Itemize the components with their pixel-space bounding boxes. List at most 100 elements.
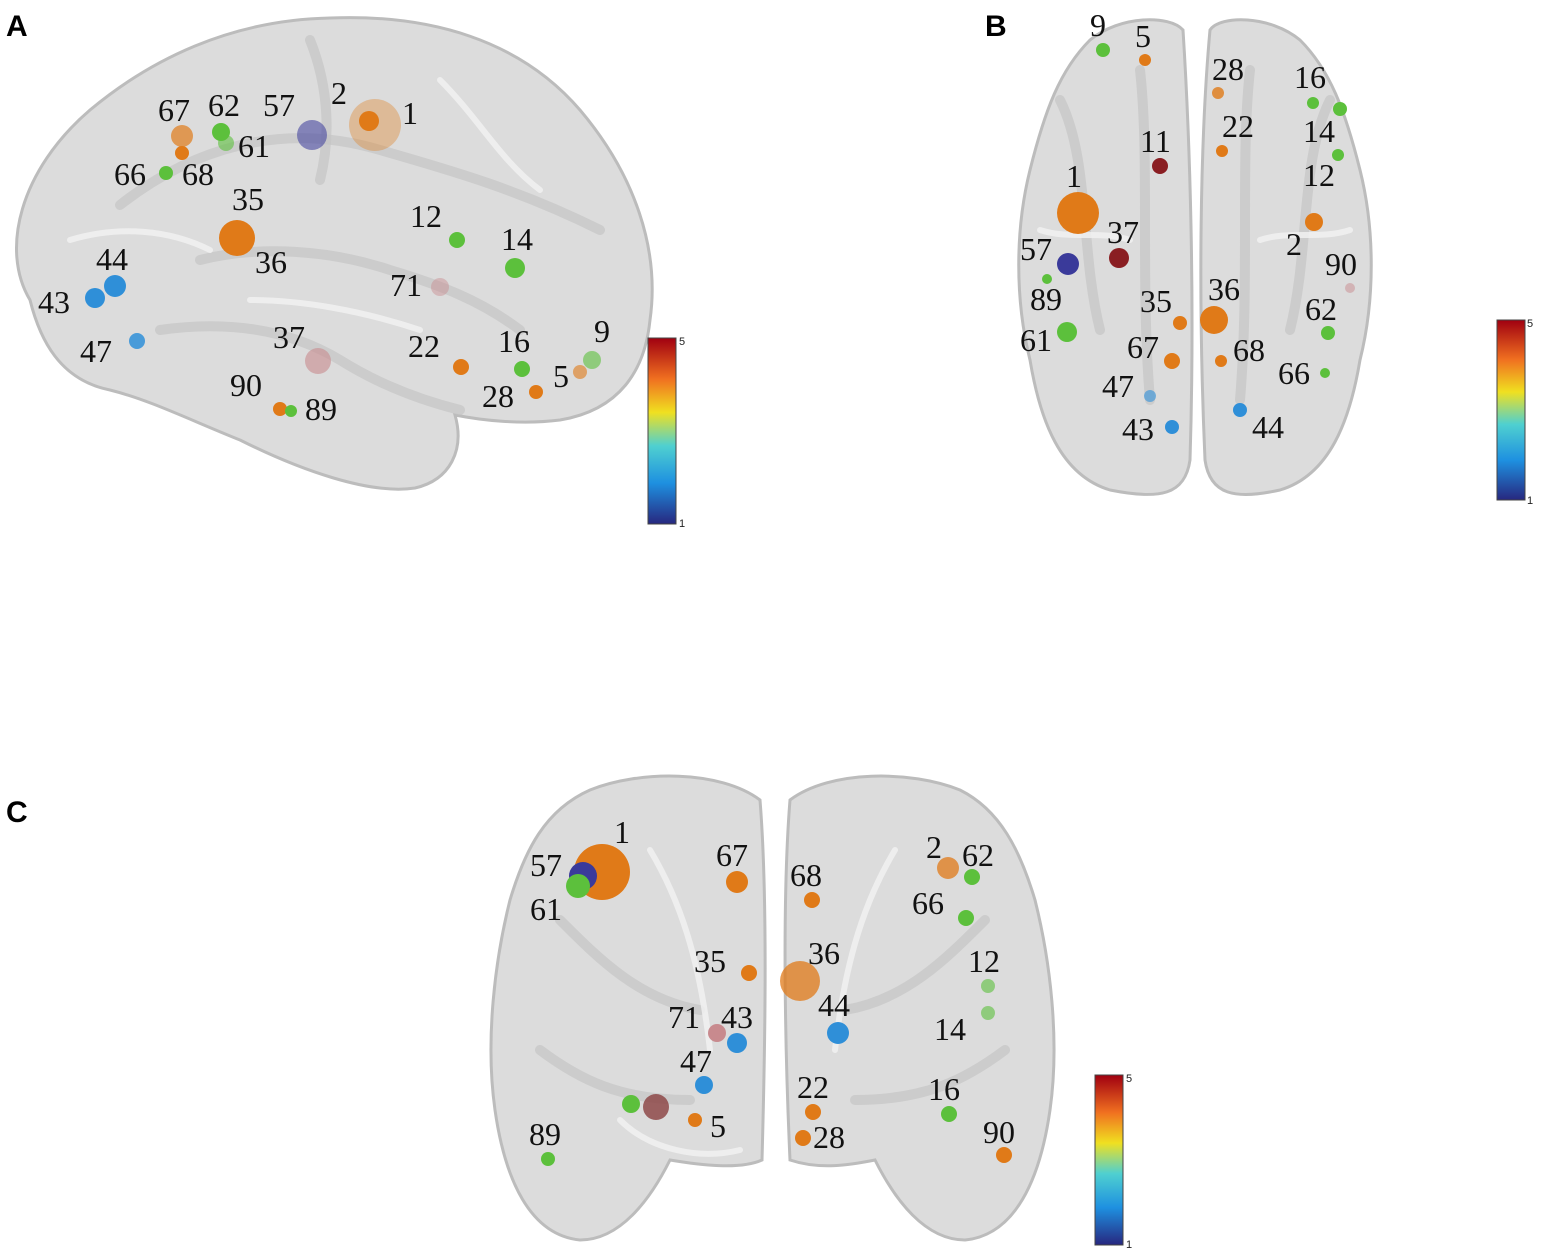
node-a-66[interactable] (159, 166, 173, 180)
node-c-22[interactable] (805, 1104, 821, 1120)
node-a-89[interactable] (285, 405, 297, 417)
node-b-16a[interactable] (1307, 97, 1319, 109)
label-b-9: 9 (1090, 7, 1106, 43)
node-b-36[interactable] (1200, 306, 1228, 334)
label-b-68: 68 (1233, 332, 1265, 368)
node-c-14[interactable] (981, 1006, 995, 1020)
label-a-1: 1 (402, 95, 418, 131)
node-b-35[interactable] (1173, 316, 1187, 330)
node-c-43[interactable] (727, 1033, 747, 1053)
label-a-47: 47 (80, 333, 112, 369)
node-c-5[interactable] (688, 1113, 702, 1127)
node-a-90[interactable] (273, 402, 287, 416)
label-c-22: 22 (797, 1069, 829, 1105)
node-c-2[interactable] (937, 857, 959, 879)
node-c-61[interactable] (566, 874, 590, 898)
node-c-12[interactable] (981, 979, 995, 993)
node-b-43[interactable] (1165, 420, 1179, 434)
node-b-12[interactable] (1305, 213, 1323, 231)
node-a-37[interactable] (305, 348, 331, 374)
label-a-44: 44 (96, 241, 128, 277)
node-b-11[interactable] (1152, 158, 1168, 174)
node-c-44[interactable] (827, 1022, 849, 1044)
node-c-89[interactable] (541, 1152, 555, 1166)
colorbar-a: 5 1 (647, 336, 685, 530)
node-b-90[interactable] (1345, 283, 1355, 293)
label-b-2: 2 (1286, 226, 1302, 262)
node-c-28[interactable] (795, 1130, 811, 1146)
colorbar-a-max: 5 (679, 336, 685, 348)
node-a-2[interactable] (359, 111, 379, 131)
label-c-12: 12 (968, 943, 1000, 979)
label-c-14: 14 (934, 1011, 966, 1047)
node-a-22[interactable] (453, 359, 469, 375)
node-a-57[interactable] (297, 120, 327, 150)
colorbar-b-min: 1 (1527, 495, 1533, 507)
node-b-62[interactable] (1321, 326, 1335, 340)
node-c-71[interactable] (708, 1024, 726, 1042)
node-b-28[interactable] (1212, 87, 1224, 99)
node-a-44[interactable] (104, 275, 126, 297)
node-c-90[interactable] (996, 1147, 1012, 1163)
label-b-89: 89 (1030, 281, 1062, 317)
node-a-12[interactable] (449, 232, 465, 248)
label-c-66: 66 (912, 885, 944, 921)
label-c-43: 43 (721, 999, 753, 1035)
label-b-37: 37 (1107, 214, 1139, 250)
node-c-35[interactable] (741, 965, 757, 981)
node-b-67[interactable] (1164, 353, 1180, 369)
node-a-28[interactable] (529, 385, 543, 399)
node-b-9[interactable] (1096, 43, 1110, 57)
label-c-57: 57 (530, 847, 562, 883)
panel-label-a: A (6, 10, 28, 43)
label-b-43: 43 (1122, 411, 1154, 447)
label-b-66: 66 (1278, 355, 1310, 391)
label-a-68: 68 (182, 156, 214, 192)
panel-b: B (985, 7, 1533, 507)
node-b-66[interactable] (1320, 368, 1330, 378)
node-b-16b[interactable] (1333, 102, 1347, 116)
node-a-68[interactable] (175, 146, 189, 160)
node-a-35[interactable] (219, 220, 255, 256)
node-a-16[interactable] (514, 361, 530, 377)
node-b-89[interactable] (1042, 274, 1052, 284)
node-b-68[interactable] (1215, 355, 1227, 367)
node-a-71[interactable] (431, 278, 449, 296)
label-a-43: 43 (38, 284, 70, 320)
node-b-57[interactable] (1057, 253, 1079, 275)
node-a-14[interactable] (505, 258, 525, 278)
node-b-1[interactable] (1057, 192, 1099, 234)
node-b-47[interactable] (1144, 390, 1156, 402)
node-c-68[interactable] (804, 892, 820, 908)
node-b-44[interactable] (1233, 403, 1247, 417)
node-a-9[interactable] (583, 351, 601, 369)
node-c-16[interactable] (941, 1106, 957, 1122)
nodes-a (85, 99, 601, 417)
node-b-14[interactable] (1332, 149, 1344, 161)
node-c-62[interactable] (964, 869, 980, 885)
label-a-71: 71 (390, 267, 422, 303)
node-b-22[interactable] (1216, 145, 1228, 157)
node-a-47[interactable] (129, 333, 145, 349)
labels-c: 1 57 61 67 68 2 62 66 35 36 12 44 71 43 … (529, 814, 1015, 1155)
node-b-61[interactable] (1057, 322, 1077, 342)
label-a-61: 61 (238, 128, 270, 164)
node-c-unlabeled-b[interactable] (643, 1094, 669, 1120)
labels-a: 67 62 57 2 1 61 66 68 35 36 12 14 44 43 … (38, 75, 610, 427)
node-a-67[interactable] (171, 125, 193, 147)
label-b-1: 1 (1066, 158, 1082, 194)
nodes-c (541, 844, 1012, 1166)
node-c-67[interactable] (726, 871, 748, 893)
node-b-5[interactable] (1139, 54, 1151, 66)
node-a-43[interactable] (85, 288, 105, 308)
node-c-66[interactable] (958, 910, 974, 926)
node-a-5[interactable] (573, 365, 587, 379)
node-c-36[interactable] (780, 961, 820, 1001)
node-b-37[interactable] (1109, 248, 1129, 268)
node-c-unlabeled-a[interactable] (622, 1095, 640, 1113)
label-a-9: 9 (594, 313, 610, 349)
node-a-61[interactable] (218, 135, 234, 151)
label-a-57: 57 (263, 87, 295, 123)
node-c-47[interactable] (695, 1076, 713, 1094)
